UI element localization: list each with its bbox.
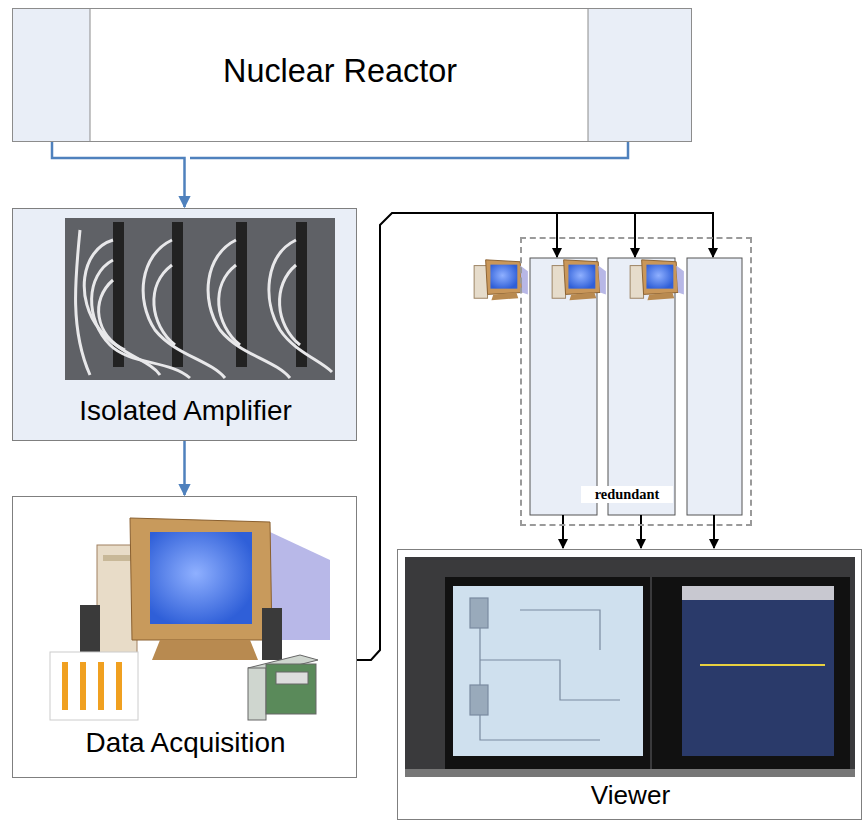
- connector-arrow: [640, 515, 642, 548]
- node-label: Viewer: [400, 780, 861, 811]
- node-label: redundant: [581, 486, 673, 503]
- connector-arrow: [52, 142, 185, 207]
- process-box: Data Acquisition: [12, 496, 357, 778]
- node-label: Nuclear Reactor: [87, 53, 593, 90]
- process-box: Isolated Amplifier: [12, 208, 357, 441]
- connector-arrow: [357, 213, 713, 660]
- reactor-box: Nuclear Reactor: [12, 8, 692, 142]
- node-label: Isolated Amplifier: [15, 395, 356, 427]
- redundant-group: redundant: [520, 237, 752, 526]
- viewer-box: Viewer: [397, 549, 862, 820]
- node-label: Data Acquisition: [15, 727, 356, 759]
- connector-arrow: [183, 441, 186, 495]
